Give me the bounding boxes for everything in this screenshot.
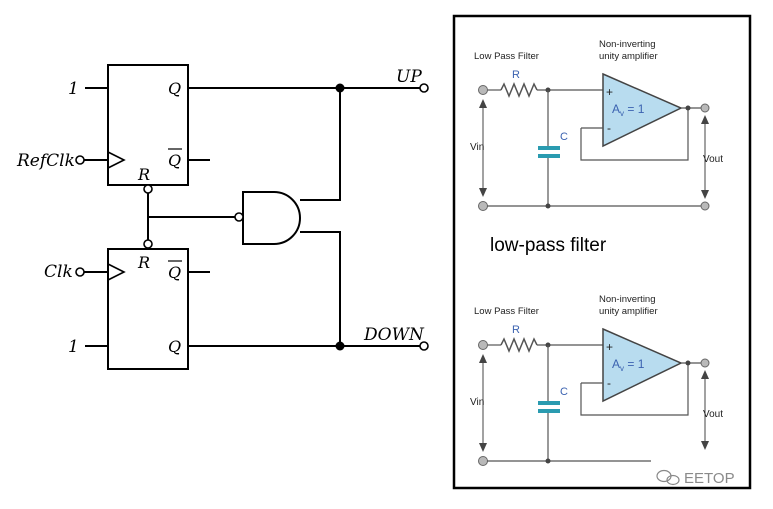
filter-2-vin-arrowhead-down — [479, 443, 487, 452]
filter-1-capacitor-plate-bottom — [538, 154, 560, 158]
ff2-clock-triangle — [107, 263, 126, 281]
filter-1-vin-label: Vin — [470, 142, 484, 153]
ff1-clk-terminal — [75, 155, 85, 165]
flip-flop-1-body — [107, 64, 189, 186]
up-to-nand-wire — [300, 88, 341, 201]
filter-1-vout-terminal-bottom — [700, 201, 710, 211]
flip-flop-2: R Q Clk 1 Q — [44, 239, 210, 370]
filter-1-capacitor-label: C — [560, 131, 568, 143]
filter-2-vout-label: Vout — [703, 409, 723, 420]
filter-2-plus-sign: + — [606, 340, 613, 354]
flip-flop-2-body — [107, 248, 189, 370]
watermark-text: EETOP — [684, 470, 735, 487]
filter-1-vin-arrowhead-down — [479, 188, 487, 197]
ff1-clk-input-label: RefClk — [16, 151, 75, 171]
watermark: EETOP — [656, 469, 735, 487]
ff1-q-label: Q — [168, 79, 181, 98]
ff2-reset-bubble — [143, 239, 153, 249]
filter-2-vin-label: Vin — [470, 397, 484, 408]
filter-1-vin-terminal-top — [478, 85, 488, 95]
ff1-qbar-label: Q — [168, 151, 181, 170]
filter-1-resistor-label: R — [512, 69, 520, 81]
ff2-clk-input-label: Clk — [44, 262, 73, 282]
filter-2-capacitor-plate-top — [538, 401, 560, 405]
filter-1-capacitor-plate-top — [538, 146, 560, 150]
ff2-q-label: Q — [168, 337, 181, 356]
filter-2-gain-label: Av = 1 — [612, 357, 645, 373]
filter-1-vout-label: Vout — [703, 154, 723, 165]
ff1-reset-label: R — [137, 165, 150, 184]
phase-frequency-detector: 1 Q Q RefClk R R Q Clk 1 Q — [16, 64, 429, 370]
down-junction-dot — [335, 341, 345, 351]
filter-2-output-node — [685, 360, 691, 366]
filter-panel-caption: low-pass filter — [490, 235, 607, 256]
filter-2-feedback-loop — [580, 363, 689, 416]
up-junction-dot — [335, 83, 345, 93]
filter-2-resistor-label: R — [512, 324, 520, 336]
filter-2-vin-arrowhead-up — [479, 354, 487, 363]
filter-2-vout-arrowhead-down — [701, 441, 709, 450]
filter-2-vout-terminal — [700, 358, 710, 368]
filter-2-minus-sign: - — [607, 376, 611, 390]
flip-flop-1: 1 Q Q RefClk R — [16, 64, 210, 194]
up-output-label: UP — [396, 67, 422, 87]
filter-1-vin-arrowhead-up — [479, 99, 487, 108]
filter-1-title: Low Pass Filter — [474, 51, 539, 62]
wechat-icon — [656, 469, 680, 486]
filter-1-vin-terminal-bottom — [478, 201, 488, 211]
filter-1-vout-arrowhead-down — [701, 190, 709, 199]
filter-2-capacitor-plate-bottom — [538, 409, 560, 413]
ff2-clk-terminal — [75, 267, 85, 277]
filter-2-ground-dot — [545, 458, 551, 464]
filter-2-amp-title-line1: Non-inverting — [599, 294, 656, 305]
filter-1-feedback-loop — [580, 108, 689, 161]
filter-circuit-1: Low Pass Filter Non-inverting unity ampl… — [470, 39, 723, 211]
filter-2-vin-terminal-top — [478, 340, 488, 350]
filter-panel-frame — [452, 14, 752, 490]
filter-2-vout-arrowhead-up — [701, 370, 709, 379]
down-output-terminal — [419, 341, 429, 351]
filter-2-title: Low Pass Filter — [474, 306, 539, 317]
filter-2-resistor — [500, 337, 538, 353]
nand-gate-bubble — [234, 212, 244, 222]
filter-2-opamp — [602, 327, 683, 403]
ff2-reset-label: R — [137, 253, 150, 272]
filter-1-vout-arrowhead-up — [701, 115, 709, 124]
filter-1-gain-label: Av = 1 — [612, 102, 645, 118]
filter-1-plus-sign: + — [606, 85, 613, 99]
filter-1-output-node — [685, 105, 691, 111]
ff1-clock-triangle — [107, 151, 126, 169]
filter-1-vout-terminal — [700, 103, 710, 113]
ff1-d-input-label: 1 — [68, 79, 79, 99]
down-output-label: DOWN — [363, 325, 425, 345]
filter-1-amp-title-line2: unity amplifier — [599, 51, 658, 62]
filter-1-minus-sign: - — [607, 121, 611, 135]
filter-2-amp-title-line2: unity amplifier — [599, 306, 658, 317]
up-output-terminal — [419, 83, 429, 93]
filter-1-resistor — [500, 82, 538, 98]
low-pass-filter-panel: Low Pass Filter Non-inverting unity ampl… — [452, 14, 752, 490]
ff1-reset-bubble — [143, 184, 153, 194]
filter-2-capacitor-label: C — [560, 386, 568, 398]
filter-1-ground-dot — [545, 203, 551, 209]
filter-2-vin-terminal-bottom — [478, 456, 488, 466]
ff2-d-input-label: 1 — [68, 337, 79, 357]
nand-gate-body — [242, 191, 301, 245]
filter-1-opamp — [602, 72, 683, 148]
down-to-nand-wire — [300, 231, 341, 346]
nand-gate — [234, 191, 301, 245]
filter-1-amp-title-line1: Non-inverting — [599, 39, 656, 50]
filter-circuit-2: Low Pass Filter Non-inverting unity ampl… — [470, 294, 723, 466]
ff2-qbar-label: Q — [168, 263, 181, 282]
